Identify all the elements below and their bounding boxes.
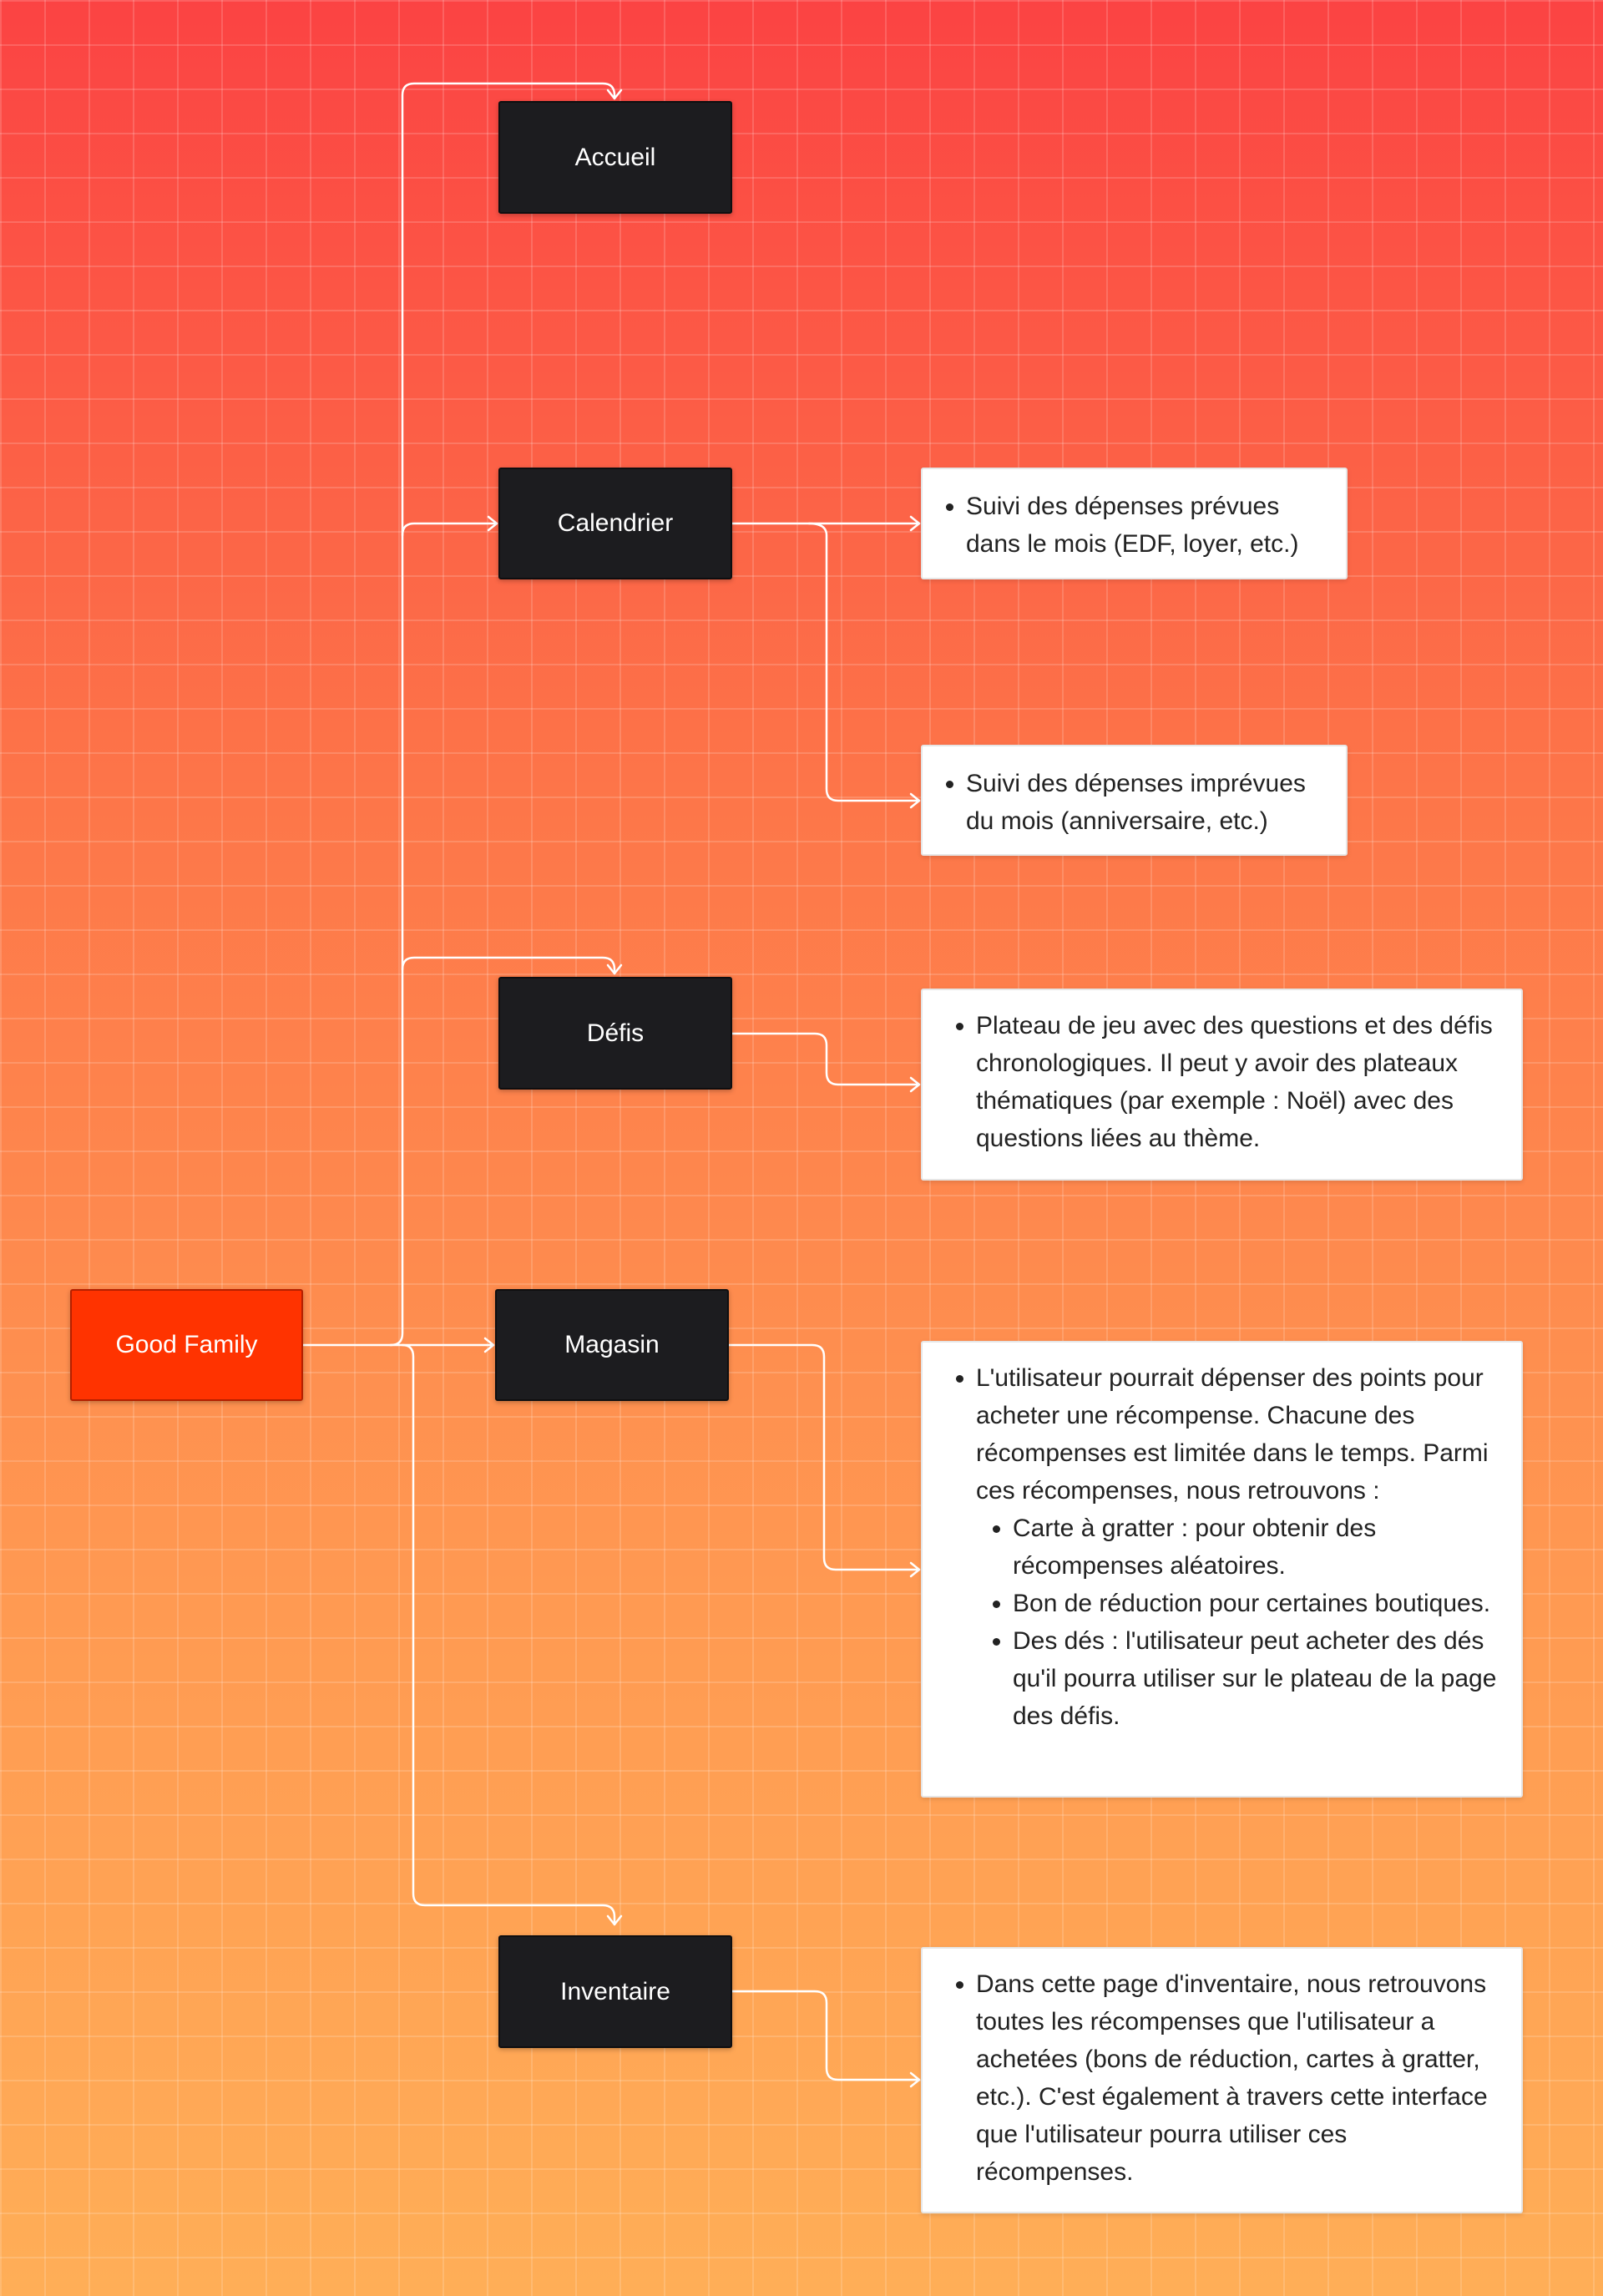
node-calendrier[interactable]: Calendrier — [498, 468, 732, 579]
arrowhead-magasin-note — [909, 1561, 921, 1578]
arrowhead-calendrier-note2 — [909, 792, 921, 809]
note-magasin-item: Carte à gratter : pour obtenir des récom… — [1013, 1510, 1501, 1585]
note-calendrier-prevues: Suivi des dépenses prévues dans le mois … — [921, 468, 1348, 579]
node-inventaire-label: Inventaire — [560, 1977, 670, 2005]
node-defis-label: Défis — [586, 1019, 645, 1047]
connector-inventaire-note — [731, 1990, 921, 2081]
node-good-family-label: Good Family — [115, 1331, 258, 1358]
note-magasin-item: Bon de réduction pour certaines boutique… — [1013, 1585, 1501, 1622]
note-magasin-intro-text: L'utilisateur pourrait dépenser des poin… — [976, 1364, 1489, 1505]
note-magasin-intro: L'utilisateur pourrait dépenser des poin… — [976, 1359, 1501, 1735]
note-defis-text: Plateau de jeu avec des questions et des… — [976, 1007, 1501, 1157]
node-accueil[interactable]: Accueil — [498, 101, 732, 214]
connector-magasin-note — [727, 1343, 921, 1571]
note-calendrier-imprevues-text: Suivi des dépenses imprévues du mois (an… — [966, 765, 1326, 840]
node-calendrier-label: Calendrier — [557, 509, 674, 537]
connector-calendrier-note2 — [807, 522, 921, 802]
arrowhead-calendrier — [487, 515, 498, 532]
note-inventaire-text: Dans cette page d'inventaire, nous retro… — [976, 1965, 1501, 2191]
node-magasin[interactable]: Magasin — [495, 1289, 729, 1401]
connector-root-defis — [401, 956, 616, 975]
connector-root-calendrier — [401, 522, 498, 537]
connector-defis-note — [731, 1032, 921, 1086]
note-calendrier-prevues-text: Suivi des dépenses prévues dans le mois … — [966, 488, 1326, 563]
node-good-family[interactable]: Good Family — [70, 1289, 303, 1401]
arrowhead-magasin — [483, 1337, 495, 1353]
node-defis[interactable]: Défis — [498, 977, 732, 1090]
arrowhead-inventaire — [606, 1914, 623, 1926]
arrowhead-defis-note — [909, 1076, 921, 1093]
note-defis: Plateau de jeu avec des questions et des… — [921, 989, 1523, 1181]
connector-root-accueil — [389, 82, 616, 1347]
arrowhead-accueil — [606, 89, 623, 100]
note-calendrier-imprevues: Suivi des dépenses imprévues du mois (an… — [921, 745, 1348, 856]
arrowhead-calendrier-note1 — [909, 515, 921, 532]
arrowhead-defis — [606, 963, 623, 975]
node-magasin-label: Magasin — [564, 1331, 660, 1358]
node-accueil-label: Accueil — [574, 143, 656, 171]
note-magasin: L'utilisateur pourrait dépenser des poin… — [921, 1341, 1523, 1798]
node-inventaire[interactable]: Inventaire — [498, 1935, 732, 2048]
note-inventaire: Dans cette page d'inventaire, nous retro… — [921, 1947, 1523, 2213]
connector-root-inventaire — [401, 1343, 616, 1926]
note-magasin-item: Des dés : l'utilisateur peut acheter des… — [1013, 1622, 1501, 1735]
arrowhead-inventaire-note — [909, 2071, 921, 2088]
